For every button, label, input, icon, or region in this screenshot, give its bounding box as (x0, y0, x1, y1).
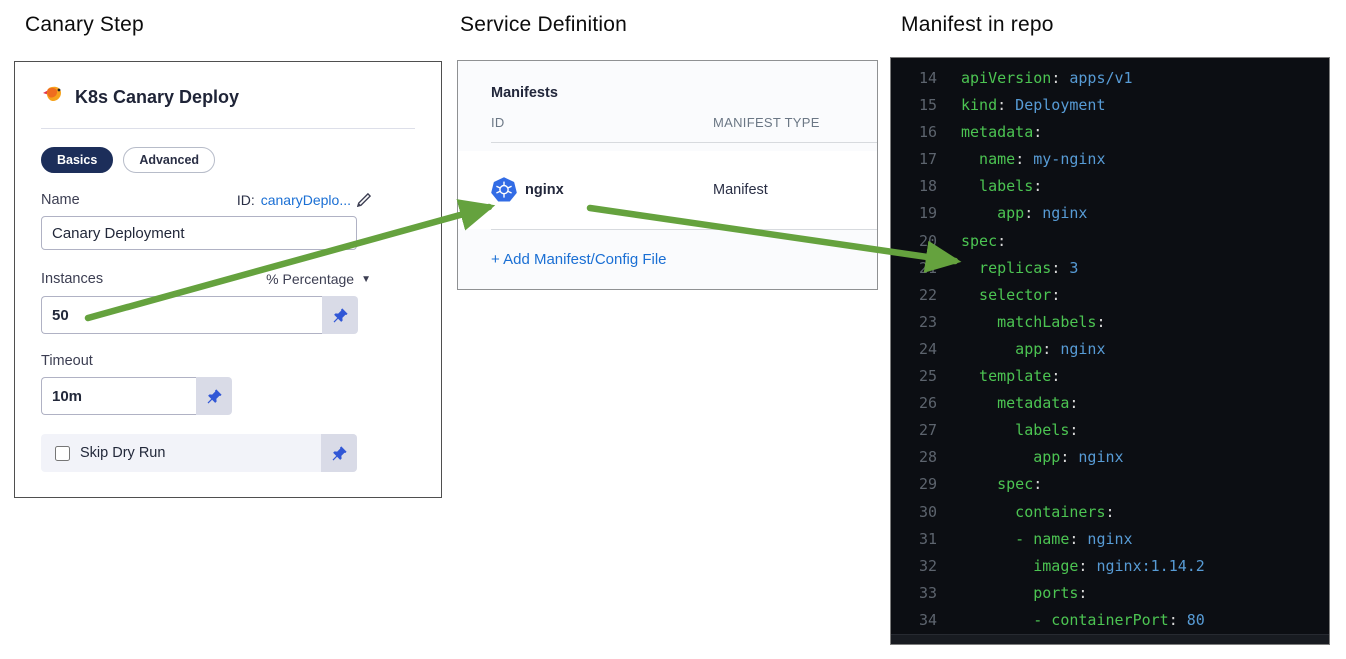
name-input[interactable] (41, 216, 357, 250)
service-definition-title: Service Definition (460, 13, 628, 36)
instances-unit-label: % Percentage (266, 271, 355, 287)
chevron-down-icon: ▼ (361, 273, 371, 285)
manifest-editor[interactable]: 14 apiVersion: apps/v1 15 kind: Deployme… (890, 57, 1330, 645)
manifest-id[interactable]: nginx (525, 182, 564, 198)
code-line: 34 - containerPort: 80 (891, 607, 1329, 634)
code-line: 15 kind: Deployment (891, 92, 1329, 119)
line-number: 14 (918, 69, 937, 87)
name-label: Name (41, 192, 80, 208)
line-number: 20 (918, 231, 937, 250)
line-number: 27 (918, 421, 937, 440)
line-number: 24 (918, 339, 937, 358)
step-id-link[interactable]: canaryDeplo... (260, 192, 351, 208)
line-number: 28 (918, 448, 937, 467)
code-line: 17 name: my-nginx (891, 146, 1329, 173)
instances-unit-dropdown[interactable]: % Percentage ▼ (266, 271, 371, 287)
line-number: 17 (918, 150, 937, 169)
timeout-pin-button[interactable] (196, 377, 232, 415)
timeout-label: Timeout (41, 353, 93, 369)
code-line: 31 - name: nginx (891, 526, 1329, 553)
code-line: 14 apiVersion: apps/v1 (891, 65, 1329, 92)
skip-dry-run-row: Skip Dry Run (41, 434, 357, 472)
service-definition-panel: Manifests ID MANIFEST TYPE (457, 60, 878, 290)
id-prefix: ID: (236, 192, 255, 208)
code-line: 26 metadata: (891, 390, 1329, 417)
line-number: 18 (918, 177, 937, 196)
canary-bird-icon (41, 84, 65, 111)
timeout-input[interactable] (41, 377, 196, 415)
code-line: 20 spec: (891, 228, 1329, 255)
tab-advanced[interactable]: Advanced (123, 147, 216, 173)
manifest-row[interactable]: nginx Manifest (458, 151, 877, 229)
line-number: 30 (918, 502, 937, 521)
tab-basics[interactable]: Basics (41, 147, 114, 173)
code-line: 30 containers: (891, 499, 1329, 526)
skip-dry-run-label: Skip Dry Run (80, 445, 166, 461)
manifest-type: Manifest (713, 182, 768, 198)
line-number: 34 (918, 610, 937, 629)
code-line: 32 image: nginx:1.14.2 (891, 553, 1329, 580)
code-line: 29 spec: (891, 471, 1329, 498)
line-number: 19 (918, 204, 937, 223)
line-number: 16 (918, 123, 937, 142)
code-line: 19 app: nginx (891, 200, 1329, 227)
line-number: 22 (918, 285, 937, 304)
instances-pin-button[interactable] (322, 296, 358, 334)
instances-label: Instances (41, 271, 104, 287)
code-line: 22 selector: (891, 282, 1329, 309)
pin-icon (333, 307, 348, 322)
line-number: 33 (918, 583, 937, 602)
pin-icon (207, 388, 222, 403)
code-lines: 14 apiVersion: apps/v1 15 kind: Deployme… (891, 65, 1329, 634)
line-number: 26 (918, 394, 937, 413)
code-line: 25 template: (891, 363, 1329, 390)
canary-step-title: Canary Step (25, 13, 144, 36)
manifest-in-repo-title: Manifest in repo (901, 13, 1054, 36)
divider (491, 142, 877, 143)
kubernetes-icon (491, 177, 517, 203)
edit-id-pencil-icon[interactable] (357, 193, 371, 207)
code-line: 24 app: nginx (891, 336, 1329, 363)
skip-dry-run-checkbox[interactable] (55, 445, 70, 461)
line-number: 29 (918, 475, 937, 494)
divider (41, 128, 415, 129)
pin-icon (332, 445, 347, 460)
divider (491, 229, 877, 230)
line-number: 31 (918, 529, 937, 548)
code-line: 18 labels: (891, 173, 1329, 200)
code-line: 23 matchLabels: (891, 309, 1329, 336)
code-line: 16 metadata: (891, 119, 1329, 146)
line-number: 15 (918, 96, 937, 115)
line-number: 21 (918, 258, 937, 277)
column-header-manifest-type: MANIFEST TYPE (713, 115, 820, 130)
editor-scrollbar-strip[interactable] (891, 634, 1329, 644)
line-number: 23 (918, 312, 937, 331)
line-number: 32 (918, 556, 937, 575)
line-number: 25 (918, 367, 937, 386)
code-line: 33 ports: (891, 580, 1329, 607)
column-header-id: ID (491, 115, 505, 130)
code-line: 21 replicas: 3 (891, 255, 1329, 282)
instances-input[interactable] (41, 296, 322, 334)
code-line: 28 app: nginx (891, 444, 1329, 471)
tab-group: Basics Advanced (41, 147, 216, 173)
add-manifest-link[interactable]: + Add Manifest/Config File (491, 251, 667, 268)
manifests-heading: Manifests (491, 85, 558, 101)
step-title: K8s Canary Deploy (75, 87, 240, 107)
canary-step-panel: K8s Canary Deploy Basics Advanced Name I… (14, 61, 442, 498)
skip-dry-run-pin-button[interactable] (321, 434, 357, 472)
code-line: 27 labels: (891, 417, 1329, 444)
